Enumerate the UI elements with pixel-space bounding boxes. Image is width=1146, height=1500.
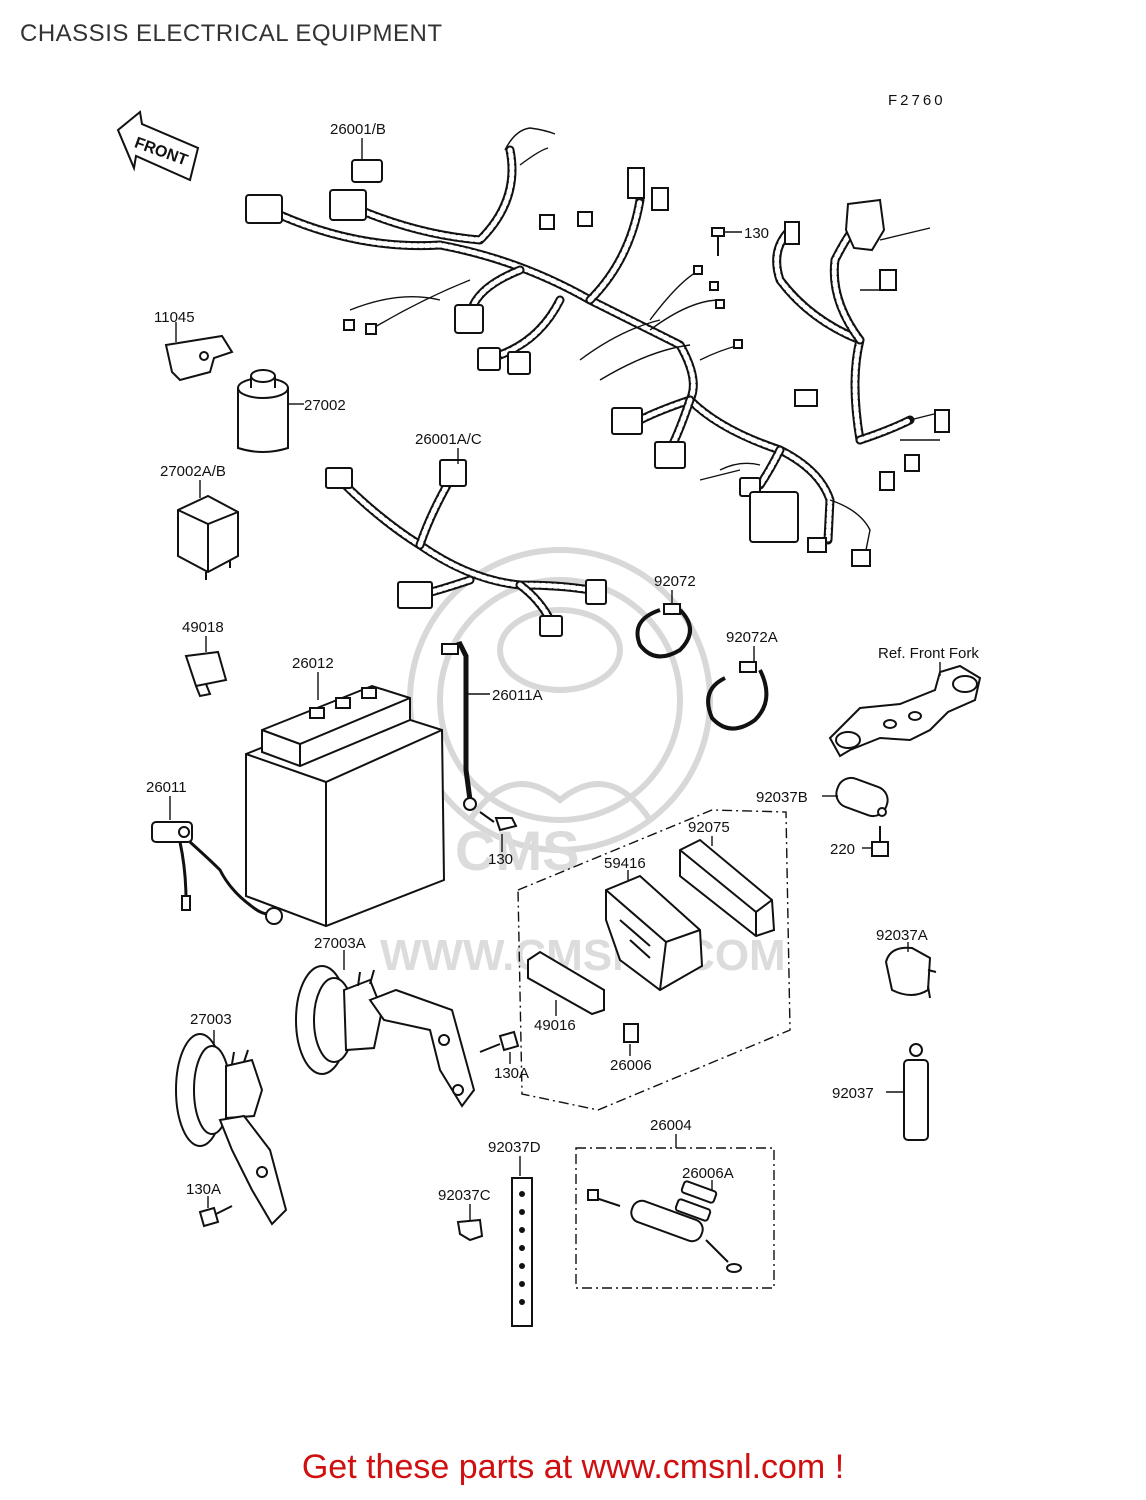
- horn-27003a: [295, 950, 476, 1108]
- fuse-26006: [623, 1023, 639, 1056]
- clamp-92037a: [884, 942, 937, 999]
- callout-92037d: 92037D: [488, 1139, 541, 1156]
- clamp-92037: [886, 1043, 929, 1141]
- callout-92037c: 92037C: [438, 1187, 491, 1204]
- sub-wiring-harness: [325, 448, 607, 637]
- clip-92037c: [456, 1204, 484, 1242]
- bolt-130a-low: [198, 1196, 233, 1228]
- callout-26006a: 26006A: [682, 1165, 734, 1182]
- callout-92072a: 92072A: [726, 629, 778, 646]
- callout-26011: 26011: [146, 779, 187, 796]
- exploded-parts-diagram: CMS WWW.CMSNL.COM FRONT F2760: [116, 92, 982, 1327]
- bolt-130a-mid: [479, 1030, 520, 1064]
- callout-92075: 92075: [688, 819, 730, 836]
- callout-27003a: 27003A: [314, 935, 366, 952]
- callout-49016: 49016: [534, 1017, 576, 1034]
- callout-49018: 49018: [182, 619, 224, 636]
- callout-27002ab: 27002A/B: [160, 463, 226, 480]
- callout-130a-mid: 130A: [494, 1065, 529, 1082]
- fuse-set-26004: [587, 1189, 742, 1273]
- callout-26001b: 26001/B: [330, 121, 386, 138]
- strip-92037d: [511, 1156, 533, 1327]
- battery-lead-26011a: [441, 640, 490, 811]
- callout-27003: 27003: [190, 1011, 232, 1028]
- band-92072a: [706, 646, 769, 731]
- callout-130: 130: [488, 851, 513, 868]
- callout-92037b: 92037B: [756, 789, 808, 806]
- callout-26012: 26012: [292, 655, 334, 672]
- horn-27003: [175, 1030, 288, 1226]
- bolt-130-top: [711, 227, 742, 256]
- relay-27002ab: [177, 480, 239, 580]
- front-arrow-icon: FRONT: [116, 110, 200, 182]
- callout-27002: 27002: [304, 397, 346, 414]
- cmsnl-promo-banner[interactable]: Get these parts at www.cmsnl.com !: [0, 1448, 1146, 1487]
- bracket-49016: [527, 950, 605, 1016]
- callout-130-top: 130: [744, 225, 769, 242]
- cover-92075: [679, 836, 776, 938]
- callout-220: 220: [830, 841, 855, 858]
- callout-92037: 92037: [832, 1085, 874, 1102]
- callout-130a-low: 130A: [186, 1181, 221, 1198]
- watermark-url: WWW.CMSNL.COM: [380, 931, 786, 980]
- callout-11045: 11045: [154, 309, 195, 326]
- watermark-logo: CMS WWW.CMSNL.COM: [380, 547, 786, 980]
- cmsnl-promo-link[interactable]: Get these parts at www.cmsnl.com !: [301, 1448, 845, 1486]
- fuseset-group-outline: [575, 1147, 775, 1289]
- fusebox-59416: [605, 870, 704, 992]
- callout-59416: 59416: [604, 855, 646, 872]
- clamp-92037b: [822, 776, 889, 818]
- callout-92037a: 92037A: [876, 927, 928, 944]
- relay-27002: [237, 369, 304, 453]
- main-wiring-harness: [245, 127, 951, 567]
- callout-26011a: 26011A: [492, 687, 543, 704]
- figure-code: F2760: [888, 92, 946, 109]
- band-92072: [635, 590, 692, 659]
- fuse-26006a: [674, 1180, 718, 1222]
- page-title: CHASSIS ELECTRICAL EQUIPMENT: [20, 20, 443, 47]
- callout-92072: 92072: [654, 573, 696, 590]
- bracket-11045: [164, 322, 234, 382]
- callout-26004: 26004: [650, 1117, 692, 1134]
- bolt-130: [479, 811, 518, 852]
- battery-26012: [245, 672, 446, 928]
- callout-26006: 26006: [610, 1057, 652, 1074]
- callout-ref-front-fork: Ref. Front Fork: [878, 645, 979, 662]
- front-fork-bracket: [828, 662, 982, 758]
- watermark-logo-text: CMS: [455, 819, 579, 882]
- battery-lead-26011: [151, 796, 283, 925]
- callout-26001ac: 26001A/C: [415, 431, 482, 448]
- fusebox-group-outline: [517, 809, 791, 1111]
- part-49018: [184, 636, 228, 698]
- bolt-220: [862, 826, 889, 857]
